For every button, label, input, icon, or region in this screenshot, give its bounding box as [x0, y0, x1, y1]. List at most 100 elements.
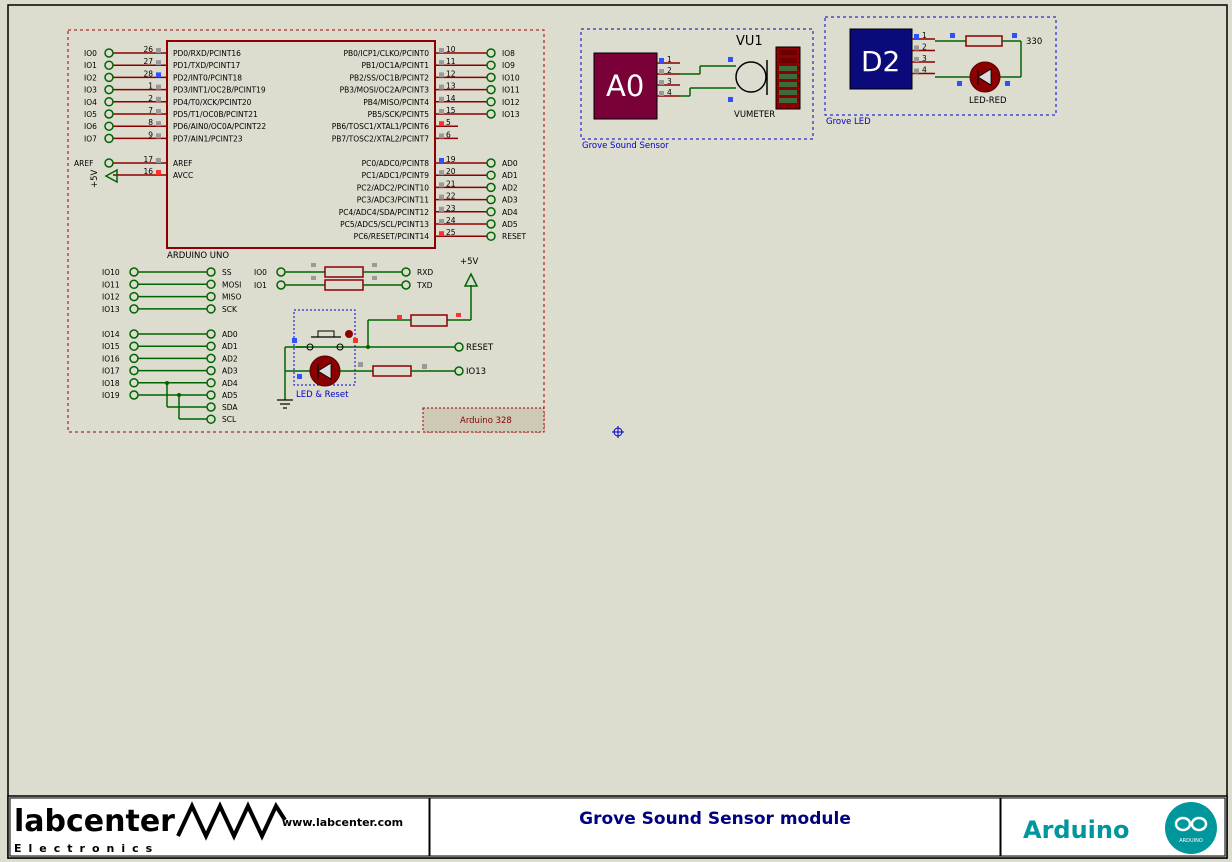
pin-number: 17 — [143, 155, 153, 164]
pin-terminal-ad5[interactable] — [486, 219, 496, 229]
grove-port-d2-label: D2 — [861, 45, 900, 78]
supply-label-5v: +5V — [460, 257, 479, 267]
pin-label-ad4: AD4 — [502, 208, 518, 217]
link-label: IO18 — [102, 379, 120, 388]
pin-number: 11 — [446, 57, 456, 66]
serial-resistor[interactable] — [324, 279, 364, 291]
link-terminal-ss[interactable] — [206, 267, 216, 277]
sound-module-border — [580, 28, 814, 140]
pin-label-io3: IO3 — [84, 86, 97, 95]
serial-resistor[interactable] — [324, 266, 364, 278]
pin-terminal-io5[interactable] — [104, 109, 114, 119]
pin-number: 10 — [446, 45, 456, 54]
link-label: MOSI — [222, 280, 241, 289]
link-terminal-io18[interactable] — [129, 378, 139, 388]
led-current-resistor[interactable] — [965, 35, 1003, 47]
pin-label-io6: IO6 — [84, 122, 97, 131]
link-terminal-sda[interactable] — [206, 402, 216, 412]
grove-port-d2[interactable] — [849, 28, 913, 90]
pin-number: 28 — [143, 69, 153, 78]
link-terminal-io17[interactable] — [129, 365, 139, 376]
pin-terminal-ad1[interactable] — [486, 170, 496, 180]
link-terminal-ad0[interactable] — [206, 329, 216, 339]
pin-terminal-io10[interactable] — [486, 72, 496, 83]
pin-terminal-ad0[interactable] — [486, 158, 496, 168]
link-terminal-mosi[interactable] — [206, 279, 216, 290]
chip-pin-name: PB7/TOSC2/XTAL2/PCINT7 — [332, 134, 430, 143]
pin-terminal-reset[interactable] — [486, 231, 496, 241]
pin-number: 2 — [148, 94, 153, 103]
grove-pin-number: 2 — [667, 66, 672, 75]
pin-terminal-io11[interactable] — [486, 84, 496, 95]
serial-terminal-io0[interactable] — [276, 267, 286, 277]
io13-label: IO13 — [466, 367, 486, 377]
led-resistor[interactable] — [372, 365, 412, 377]
aref-terminal[interactable] — [104, 158, 114, 168]
pin-terminal-io4[interactable] — [104, 97, 114, 107]
link-terminal-io16[interactable] — [129, 353, 139, 364]
pin-number: 6 — [446, 130, 451, 139]
supply-arrow-5v — [463, 272, 479, 287]
link-terminal-io12[interactable] — [129, 291, 139, 302]
pin-label-io13: IO13 — [502, 110, 520, 119]
link-terminal-io14[interactable] — [129, 329, 139, 339]
reset-label: RESET — [466, 343, 494, 353]
link-label: AD0 — [222, 330, 238, 339]
link-terminal-io11[interactable] — [129, 279, 139, 290]
grove-port-a0[interactable] — [593, 52, 658, 120]
pin-terminal-io13[interactable] — [486, 109, 496, 119]
pin-terminal-io9[interactable] — [486, 60, 496, 70]
link-terminal-ad2[interactable] — [206, 353, 216, 364]
pin-terminal-ad4[interactable] — [486, 207, 496, 217]
pin-label-ad0: AD0 — [502, 159, 518, 168]
chip-pin-name: PB0/ICP1/CLKO/PCINT0 — [343, 49, 429, 58]
link-terminal-ad1[interactable] — [206, 341, 216, 351]
arduino-logo-icon — [1165, 802, 1217, 854]
sound-module-label: Grove Sound Sensor — [582, 141, 669, 151]
pin-number: 24 — [446, 216, 456, 225]
link-terminal-ad4[interactable] — [206, 378, 216, 388]
pin-terminal-io7[interactable] — [104, 133, 114, 144]
led-diode-icon — [317, 362, 332, 380]
serial-terminal-rxd[interactable] — [401, 267, 411, 277]
reset-terminal[interactable] — [454, 342, 464, 352]
serial-terminal-txd[interactable] — [401, 280, 411, 290]
pin-terminal-io12[interactable] — [486, 97, 496, 107]
atmega-chip[interactable] — [166, 40, 436, 249]
link-terminal-ad3[interactable] — [206, 365, 216, 376]
pin-terminal-io2[interactable] — [104, 72, 114, 83]
pin-label-io7: IO7 — [84, 134, 97, 143]
pin-number: 20 — [446, 167, 456, 176]
pin-label-ad5: AD5 — [502, 220, 518, 229]
pin-terminal-ad2[interactable] — [486, 182, 496, 193]
serial-label: RXD — [417, 268, 433, 277]
pin-terminal-ad3[interactable] — [486, 194, 496, 205]
led-reset-label: LED & Reset — [296, 390, 349, 400]
pin-terminal-io1[interactable] — [104, 60, 114, 70]
link-terminal-sck[interactable] — [206, 304, 216, 314]
led-diode-icon — [977, 68, 992, 86]
arduino-logo-sub: ARDUINO — [1179, 838, 1203, 844]
pin-number: 13 — [446, 82, 456, 91]
pin-terminal-io6[interactable] — [104, 121, 114, 131]
chip-pin-name: AREF — [173, 159, 192, 168]
link-terminal-ad5[interactable] — [206, 390, 216, 400]
link-terminal-io19[interactable] — [129, 390, 139, 400]
chip-pin-name: AVCC — [173, 171, 193, 180]
pin-terminal-io0[interactable] — [104, 48, 114, 58]
pin-terminal-io3[interactable] — [104, 84, 114, 95]
link-terminal-io10[interactable] — [129, 267, 139, 277]
arduino-module-border — [67, 29, 545, 433]
link-terminal-miso[interactable] — [206, 291, 216, 302]
link-terminal-io15[interactable] — [129, 341, 139, 351]
link-terminal-io13[interactable] — [129, 304, 139, 314]
io13-terminal[interactable] — [454, 366, 464, 376]
pin-terminal-io8[interactable] — [486, 48, 496, 58]
serial-terminal-io1[interactable] — [276, 280, 286, 290]
pullup-resistor[interactable] — [410, 314, 448, 327]
link-terminal-scl[interactable] — [206, 414, 216, 424]
link-label: SCL — [222, 415, 237, 424]
